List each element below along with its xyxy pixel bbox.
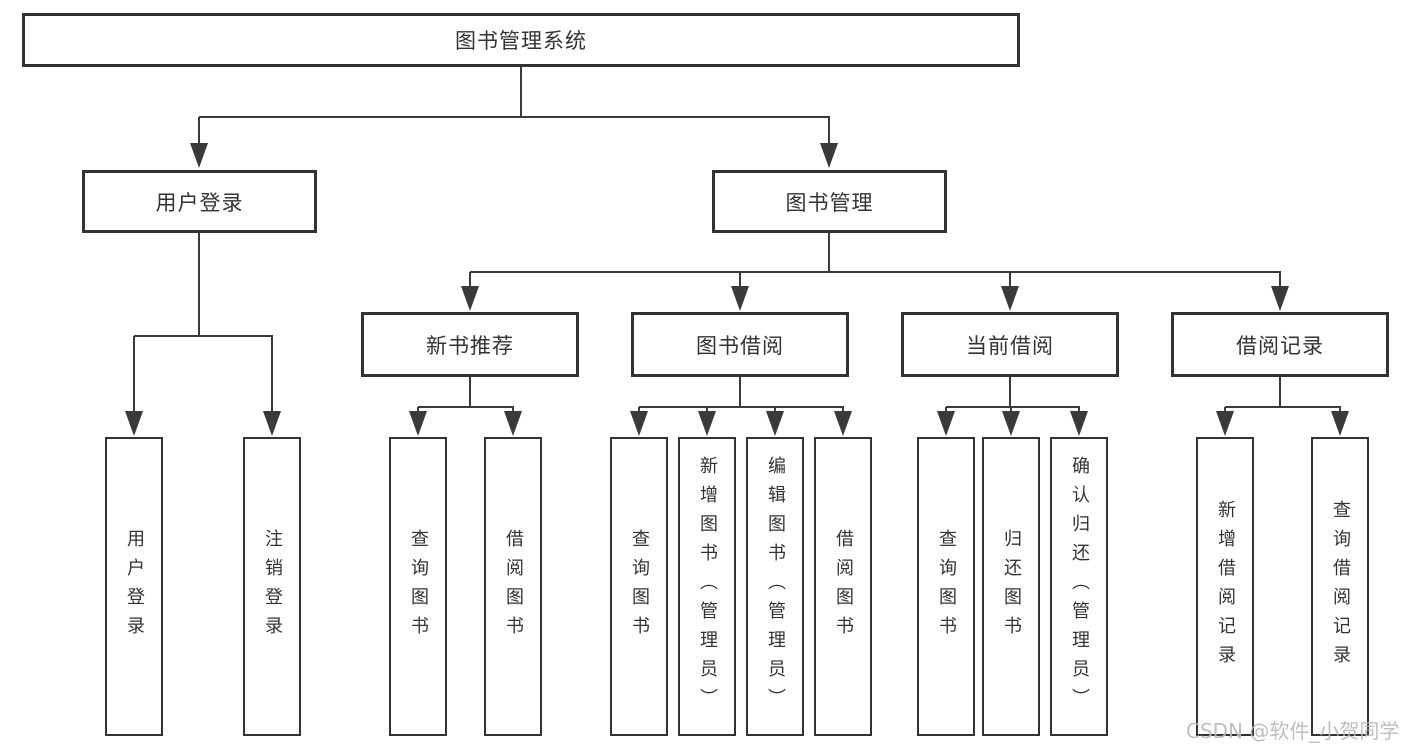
leaf-label: 新增图书（管理员） xyxy=(697,456,718,717)
arrow-down-icon xyxy=(409,407,427,436)
connector-line xyxy=(418,406,514,408)
leaf-label: 归还图书 xyxy=(1001,528,1022,645)
leaf-label: 查询图书 xyxy=(629,528,650,645)
node-label: 图书借阅 xyxy=(696,333,784,358)
arrow-down-icon xyxy=(937,407,955,436)
leaf-label: 用户登录 xyxy=(124,528,145,645)
watermark: CSDN @软件_小贺同学 xyxy=(1186,719,1400,743)
arrow-down-icon xyxy=(1001,272,1019,311)
leaf-label: 查询图书 xyxy=(936,528,957,645)
arrow-down-icon xyxy=(834,407,852,436)
connector-line xyxy=(469,377,471,407)
connector-line xyxy=(520,67,522,117)
connector-line xyxy=(1225,406,1341,408)
arrow-down-icon xyxy=(504,407,522,436)
leaf-user-login: 用户登录 xyxy=(105,437,163,736)
leaf-newbook-borrow-book: 借阅图书 xyxy=(484,437,542,736)
leaf-current-return-book: 归还图书 xyxy=(982,437,1040,736)
leaf-borrowing-query-book: 查询图书 xyxy=(610,437,668,736)
arrow-down-icon xyxy=(731,272,749,311)
leaf-borrowing-add-book-admin: 新增图书（管理员） xyxy=(678,437,736,736)
leaf-label: 注销登录 xyxy=(262,528,283,645)
arrow-down-icon xyxy=(1271,272,1289,311)
connector-line xyxy=(199,116,830,118)
leaf-label: 确认归还（管理员） xyxy=(1069,456,1090,717)
leaf-borrowing-edit-book-admin: 编辑图书（管理员） xyxy=(746,437,804,736)
arrow-down-icon xyxy=(1216,407,1234,436)
leaf-newbook-query-book: 查询图书 xyxy=(389,437,447,736)
node-book-borrowing: 图书借阅 xyxy=(631,312,849,377)
connector-line xyxy=(198,233,200,336)
node-label: 借阅记录 xyxy=(1236,333,1324,358)
leaf-records-query-record: 查询借阅记录 xyxy=(1311,437,1369,736)
leaf-records-add-record: 新增借阅记录 xyxy=(1196,437,1254,736)
arrow-down-icon xyxy=(630,407,648,436)
node-current-borrowing: 当前借阅 xyxy=(901,312,1119,377)
arrow-down-icon xyxy=(1331,407,1349,436)
leaf-current-confirm-return-admin: 确认归还（管理员） xyxy=(1050,437,1108,736)
connector-line xyxy=(1009,377,1011,407)
connector-line xyxy=(739,377,741,407)
connector-line xyxy=(946,406,1080,408)
leaf-label: 借阅图书 xyxy=(833,528,854,645)
node-label: 当前借阅 xyxy=(966,333,1054,358)
arrow-down-icon xyxy=(698,407,716,436)
arrow-down-icon xyxy=(766,407,784,436)
leaf-borrowing-borrow-book: 借阅图书 xyxy=(814,437,872,736)
arrow-down-icon xyxy=(820,117,838,168)
leaf-label: 编辑图书（管理员） xyxy=(765,456,786,717)
connector-line xyxy=(828,233,830,272)
leaf-label: 借阅图书 xyxy=(503,528,524,645)
connector-line xyxy=(470,271,1281,273)
node-label: 图书管理 xyxy=(785,190,874,215)
arrow-down-icon xyxy=(263,336,281,436)
node-library-system: 图书管理系统 xyxy=(22,13,1020,67)
node-user-login: 用户登录 xyxy=(82,170,317,233)
connector-line xyxy=(134,335,273,337)
node-book-management: 图书管理 xyxy=(712,170,947,233)
arrow-down-icon xyxy=(1002,407,1020,436)
arrow-down-icon xyxy=(1070,407,1088,436)
leaf-current-query-book: 查询图书 xyxy=(917,437,975,736)
node-label: 图书管理系统 xyxy=(455,29,587,53)
arrow-down-icon xyxy=(461,272,479,311)
arrow-down-icon xyxy=(125,336,143,436)
leaf-label: 查询图书 xyxy=(408,528,429,645)
node-label: 用户登录 xyxy=(155,190,244,215)
connector-line xyxy=(639,406,844,408)
node-borrow-records: 借阅记录 xyxy=(1171,312,1389,377)
leaf-label: 查询借阅记录 xyxy=(1330,499,1351,674)
leaf-label: 新增借阅记录 xyxy=(1215,499,1236,674)
node-new-book-recommend: 新书推荐 xyxy=(361,312,579,377)
arrow-down-icon xyxy=(190,117,208,168)
connector-line xyxy=(1279,377,1281,407)
leaf-logout: 注销登录 xyxy=(243,437,301,736)
node-label: 新书推荐 xyxy=(426,333,514,358)
